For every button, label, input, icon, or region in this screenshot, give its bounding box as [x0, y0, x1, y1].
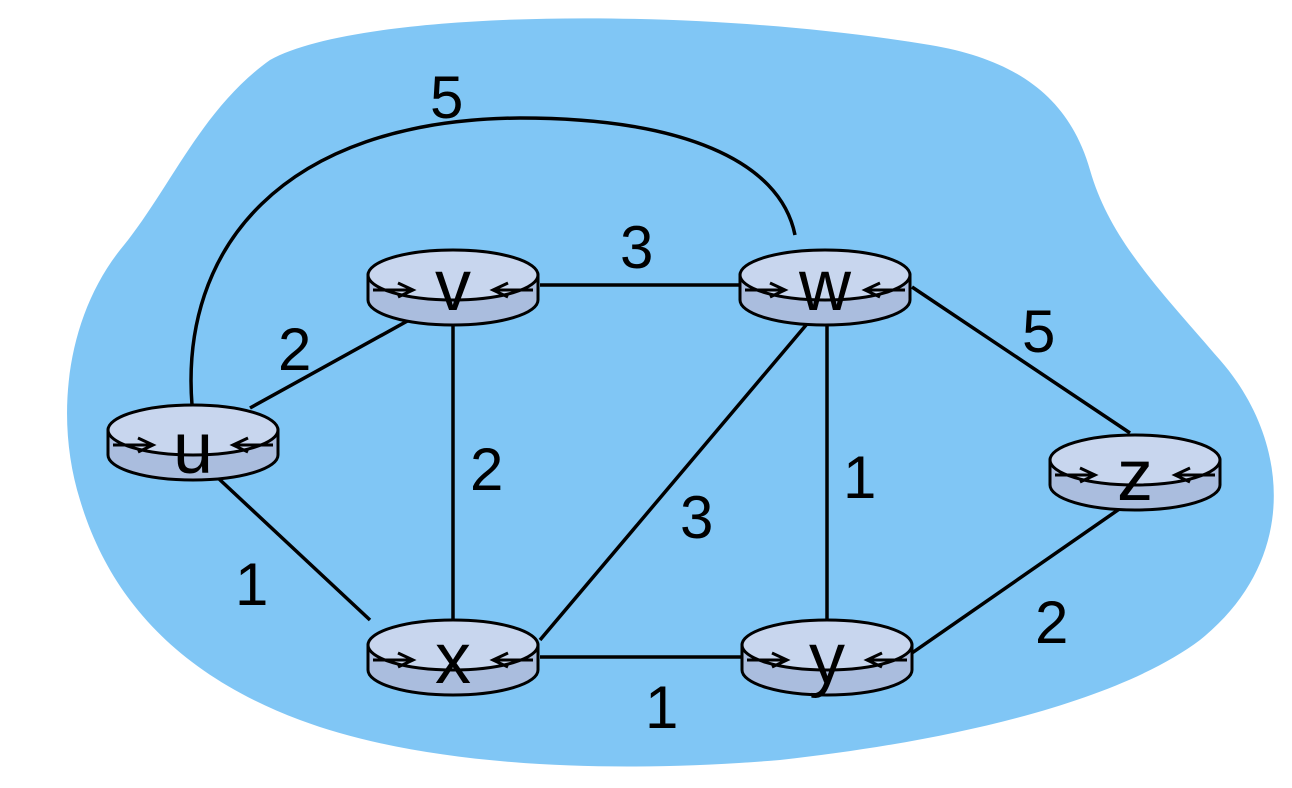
router-y: y [740, 618, 914, 699]
edge-weight-y-z: 2 [1035, 589, 1068, 656]
router-label-u: u [173, 409, 213, 489]
edge-y-z [911, 501, 1129, 655]
edge-u-v [249, 312, 421, 410]
router-label-w: w [798, 246, 852, 326]
edge-weight-u-w: 5 [430, 64, 463, 131]
router-z: z [1048, 433, 1222, 516]
edge-u-w [189, 116, 797, 406]
network-cloud [67, 18, 1274, 767]
edge-weight-v-w: 3 [620, 214, 653, 281]
edge-weight-w-z: 5 [1022, 298, 1055, 365]
edge-weight-u-x: 1 [235, 551, 268, 618]
edge-weight-x-w: 3 [680, 484, 713, 551]
router-label-z: z [1117, 436, 1153, 516]
edge-w-z [911, 285, 1131, 435]
edge-x-w [538, 316, 814, 642]
router-v: v [366, 246, 540, 327]
edge-u-x [216, 476, 372, 622]
router-label-y: y [809, 619, 845, 699]
edge-weight-u-v: 2 [278, 316, 311, 383]
edge-weight-v-x: 2 [470, 436, 503, 503]
router-w: w [738, 246, 912, 327]
edge-weight-x-y: 1 [645, 674, 678, 741]
edge-weight-w-y: 1 [843, 444, 876, 511]
router-label-x: x [435, 619, 471, 699]
router-u: u [106, 403, 280, 489]
router-x: x [366, 618, 540, 699]
router-label-v: v [435, 246, 471, 326]
